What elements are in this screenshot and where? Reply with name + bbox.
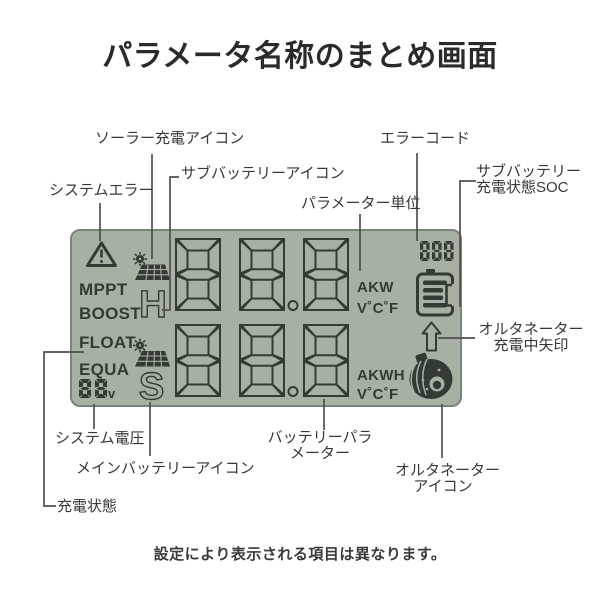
mode-float: FLOAT (79, 333, 136, 352)
solar-panel-icon-2 (133, 338, 170, 367)
unit-row1-bottom: V˚C˚F (357, 300, 399, 317)
page-title: パラメータ名称のまとめ画面 (102, 40, 498, 73)
label-alternator-icon: オルタネーター アイコン (395, 462, 501, 495)
label-parameter-unit: パラメーター単位 (301, 195, 421, 212)
label-sub-battery-soc-line1: サブバッテリー (476, 163, 582, 180)
solar-sun (133, 252, 147, 266)
label-solar-charge-icon: ソーラー充電アイコン (95, 130, 245, 147)
unit-row2-top: AKWH (357, 367, 405, 384)
label-alternator-icon-line2: アイコン (413, 478, 473, 495)
sub-battery-marker: H (139, 284, 166, 326)
footer-note: 設定により表示される項目は異なります。 (153, 546, 447, 563)
label-battery-parameter-line1: バッテリーパラ (267, 429, 373, 446)
label-alternator-arrow: オルタネーター 充電中矢印 (476, 322, 586, 354)
label-error-code: エラーコード (380, 130, 471, 147)
label-sub-battery-soc-line2: 充電状態SOC (476, 179, 569, 196)
error-code-digits (420, 241, 454, 261)
mode-equa: EQUA (79, 360, 129, 379)
unit-row2-bottom: V˚C˚F (357, 386, 399, 403)
label-main-battery-icon: メインバッテリーアイコン (76, 460, 255, 477)
warning-triangle-icon (86, 241, 117, 267)
leader-soc (459, 180, 476, 307)
label-charge-state: 充電状態 (57, 498, 118, 515)
up-arrow-icon (421, 321, 442, 352)
label-system-voltage: システム電圧 (55, 430, 145, 447)
alternator-icon (409, 352, 453, 399)
label-sub-battery-icon: サブバッテリーアイコン (181, 165, 345, 182)
solar-panel-icon (133, 252, 170, 281)
lcd-panel: MPPT BOOST FLOAT EQUA v (70, 229, 462, 407)
label-system-error: システムエラー (49, 182, 154, 199)
battery-gauge-icon (416, 269, 456, 317)
label-alternator-arrow-line1: オルタネーター (478, 321, 584, 338)
label-sub-battery-soc: サブバッテリー 充電状態SOC (476, 164, 581, 196)
mode-boost: BOOST (79, 304, 141, 323)
parameter-value-row2 (174, 323, 350, 398)
label-alternator-icon-line1: オルタネーター (395, 462, 501, 479)
decimal-point (287, 386, 299, 397)
decimal-point (287, 300, 299, 311)
unit-row1-top: AKW (357, 279, 394, 296)
label-battery-parameter: バッテリーパラ メーター (267, 430, 373, 462)
mode-mppt: MPPT (79, 280, 128, 299)
main-battery-marker: S (139, 366, 164, 407)
label-battery-parameter-line2: メーター (289, 445, 350, 462)
parameter-value-row1 (174, 237, 350, 312)
voltage-suffix: v (108, 386, 116, 401)
label-alternator-arrow-line2: 充電中矢印 (493, 337, 569, 354)
